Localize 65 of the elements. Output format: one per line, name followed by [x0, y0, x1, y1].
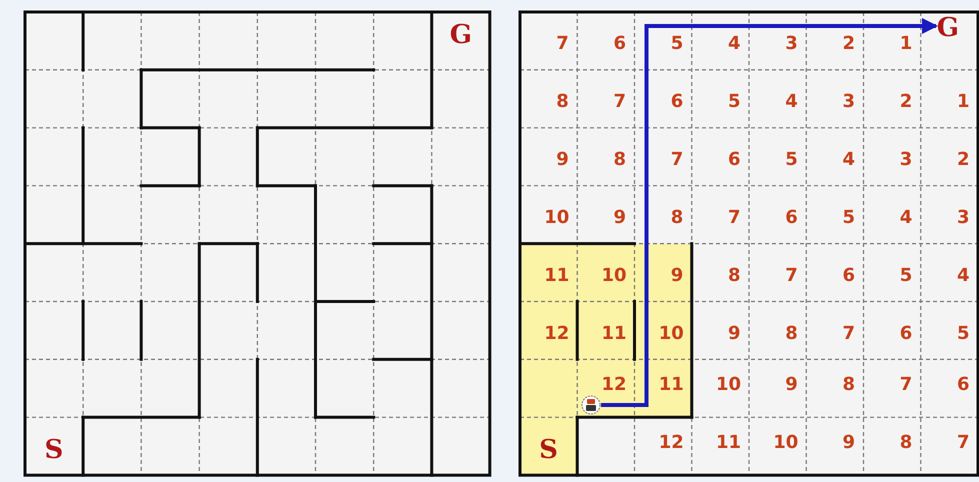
- distance-number: 12: [658, 434, 684, 452]
- distance-number: 3: [842, 92, 856, 111]
- maze-letter: S: [44, 436, 64, 464]
- distance-number: 9: [842, 434, 856, 452]
- distance-number: 6: [900, 324, 912, 342]
- distance-number: 10: [544, 208, 570, 227]
- distance-number: 6: [842, 266, 856, 285]
- distance-number: 7: [785, 266, 798, 285]
- distance-number: 10: [716, 376, 742, 394]
- distance-number: 3: [785, 35, 798, 53]
- distance-number: 7: [957, 434, 970, 452]
- distance-number: 12: [602, 376, 627, 394]
- distance-number: 7: [670, 150, 684, 169]
- distance-number: 10: [658, 324, 684, 342]
- distance-number: 2: [957, 150, 970, 169]
- distance-number: 11: [716, 434, 742, 452]
- distance-number: 6: [957, 376, 970, 394]
- distance-number: 7: [900, 376, 912, 394]
- distance-number: 9: [785, 376, 798, 394]
- distance-number: 2: [900, 92, 912, 111]
- distance-number: 8: [785, 324, 798, 342]
- distance-number: 5: [728, 92, 741, 111]
- distance-number: 10: [773, 434, 798, 452]
- maze-letter: G: [450, 20, 472, 49]
- distance-number: 11: [658, 376, 684, 394]
- distance-number: 9: [728, 324, 741, 342]
- distance-number: 11: [602, 324, 627, 342]
- goal-letter: G: [936, 14, 959, 42]
- distance-number: 3: [900, 150, 912, 169]
- distance-number: 8: [842, 376, 856, 394]
- distance-number: 10: [602, 266, 627, 285]
- distance-number: 8: [614, 150, 626, 169]
- distance-number: 4: [900, 208, 912, 227]
- distance-number: 6: [728, 150, 741, 169]
- distance-number: 6: [785, 208, 798, 227]
- distance-number: 1: [957, 92, 970, 111]
- distance-number: 12: [544, 324, 570, 342]
- distance-number: 2: [842, 35, 856, 53]
- path-arrow: [601, 18, 938, 407]
- distance-number: 6: [614, 35, 626, 53]
- distance-number: 4: [842, 150, 856, 169]
- distance-number: 8: [900, 434, 912, 452]
- distance-number: 1: [900, 35, 912, 53]
- distance-number: 7: [614, 92, 626, 111]
- distance-number: 9: [556, 150, 569, 169]
- distance-number: 4: [957, 266, 970, 285]
- distance-number: 5: [670, 35, 684, 53]
- distance-number: 8: [728, 266, 741, 285]
- distance-number: 8: [670, 208, 684, 227]
- distance-number: 8: [556, 92, 569, 111]
- distance-number: 5: [957, 324, 970, 342]
- distance-number: 7: [556, 35, 569, 53]
- distance-number: 3: [957, 208, 970, 227]
- distance-number: 9: [614, 208, 626, 227]
- maze-letter: S: [539, 436, 558, 464]
- distance-number: 4: [785, 92, 798, 111]
- distance-number: 5: [900, 266, 912, 285]
- distance-number: 11: [544, 266, 570, 285]
- distance-number: 5: [785, 150, 798, 169]
- distance-number: 9: [670, 266, 684, 285]
- distance-number: 4: [728, 35, 741, 53]
- distance-number: 7: [842, 324, 856, 342]
- distance-number: 7: [728, 208, 741, 227]
- distance-number: 5: [842, 208, 856, 227]
- distance-number: 6: [670, 92, 684, 111]
